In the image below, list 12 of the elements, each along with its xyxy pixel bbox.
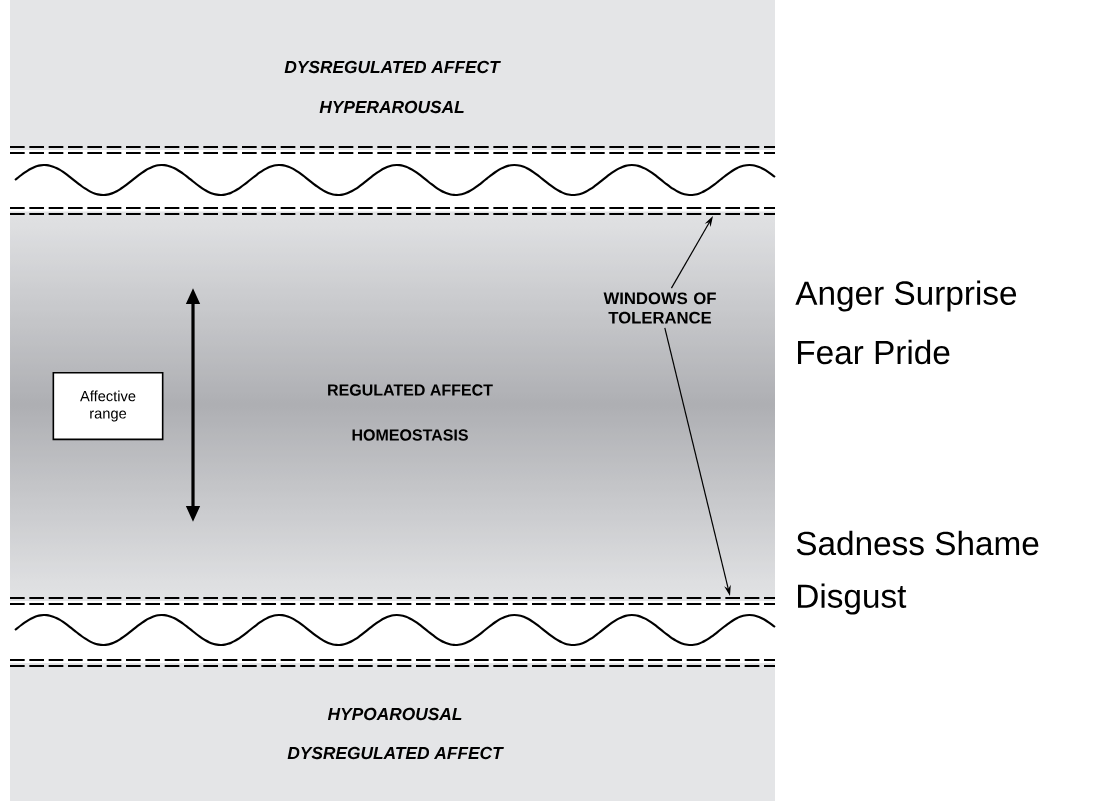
band-label: HOMEOSTASIS [352,429,468,441]
emotion-label: Sadness Shame [796,530,1039,556]
emotion-label: Anger Surprise [795,280,1017,312]
band-label: REGULATED AFFECT [328,384,493,396]
emotion-label: Disgust [798,583,907,615]
band-label: HYPERAROUSAL [319,100,464,114]
band-label: DYSREGULATED AFFECT [284,60,501,74]
emotion-label: Fear Pride [798,339,950,365]
label-box: Affective range [52,371,164,441]
band-label: HYPOAROUSAL [327,707,462,721]
band-label: DYSREGULATED AFFECT [287,746,504,760]
callout-text: WINDOWS OF TOLERANCE [603,292,716,324]
